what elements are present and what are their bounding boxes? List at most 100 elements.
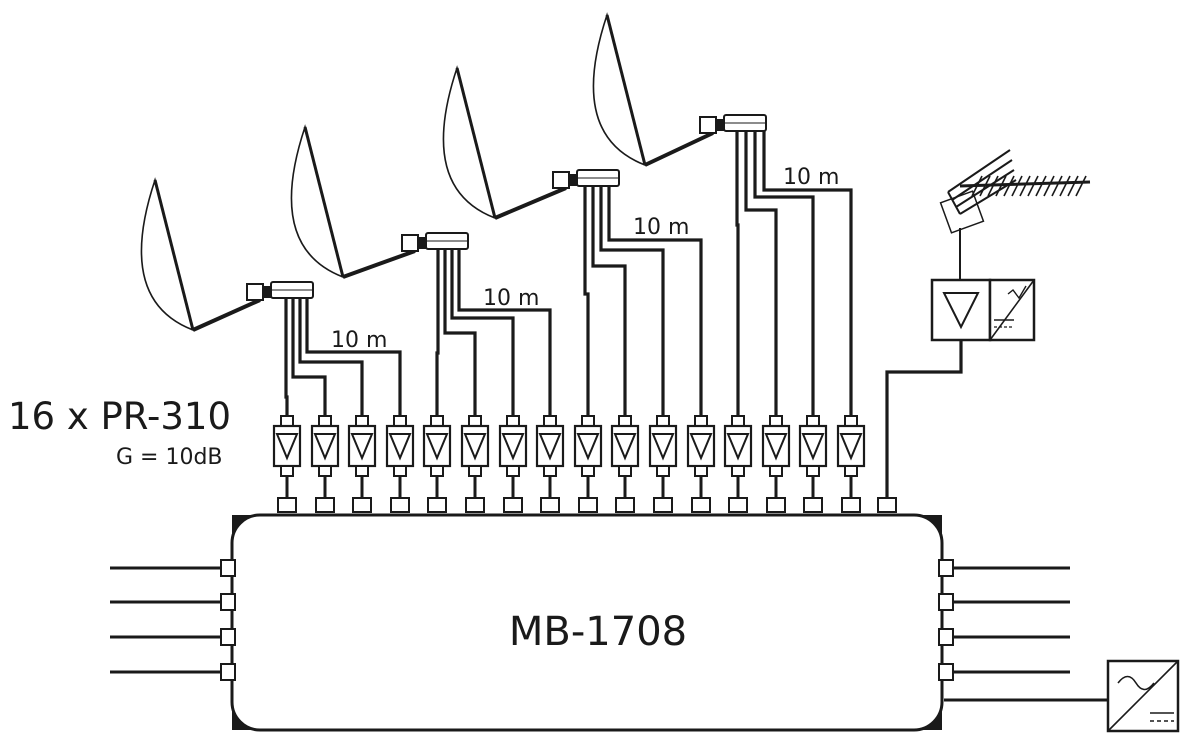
antenna-panel [947, 149, 1017, 215]
coax-cable [744, 131, 778, 423]
multiswitch-output-connector [938, 559, 954, 577]
coax-cable [291, 298, 327, 423]
multiswitch-label: MB-1708 [509, 609, 687, 655]
connector [806, 415, 820, 427]
dish-rim [303, 126, 345, 278]
multiswitch-input-connector [653, 497, 673, 513]
amplifier-icon [686, 415, 716, 513]
connector [280, 415, 294, 427]
amplifier-icon [723, 415, 753, 513]
amplifier-icon [836, 415, 866, 513]
filter-wave [1007, 285, 1027, 300]
amplifier-triangle [275, 433, 299, 461]
connector [656, 415, 670, 427]
satellite-dish-icon [140, 177, 314, 332]
coax-cable [735, 131, 740, 423]
filter-diagonal [989, 279, 1035, 341]
cable-length-label: 10 m [783, 165, 839, 190]
antenna-element [1011, 175, 1023, 197]
multiswitch-input-connector [352, 497, 372, 513]
connector [769, 465, 783, 477]
multiswitch-connector [220, 593, 236, 611]
connector [731, 415, 745, 427]
coax-cable [450, 249, 515, 423]
lnb-feed-horn [552, 171, 570, 189]
lnb-neck [569, 174, 577, 186]
coax-cable [305, 298, 402, 423]
cable-length-label: 10 m [331, 328, 387, 353]
dish-rim [455, 67, 497, 219]
cable-length-label: 10 m [483, 286, 539, 311]
dish-reflector [592, 12, 647, 167]
connector [731, 465, 745, 477]
multiswitch-input-connector [390, 497, 410, 513]
coax-cable [443, 249, 477, 423]
connector [656, 465, 670, 477]
antenna-element [1043, 175, 1055, 197]
amplifier-icon [610, 415, 640, 513]
satellite-dishes [140, 12, 767, 332]
connector [694, 465, 708, 477]
connector [769, 415, 783, 427]
satellite-dish-icon [442, 65, 620, 220]
amplifier-icon [347, 415, 377, 513]
antenna-element [995, 175, 1007, 197]
multiswitch-input-connector [503, 497, 523, 513]
amplifier-triangle [425, 433, 449, 461]
connector [430, 465, 444, 477]
dish-arm [342, 249, 416, 279]
antenna-element [987, 175, 999, 197]
connector [355, 415, 369, 427]
antenna-element [1003, 175, 1015, 197]
power-supply-icon [1106, 659, 1180, 733]
dish-arm [644, 131, 714, 167]
multiswitch-corner [231, 696, 262, 731]
coax-cable [457, 249, 552, 423]
connector [318, 415, 332, 427]
amplifier-triangle [613, 433, 637, 461]
connector [506, 415, 520, 427]
amplifier-triangle [801, 433, 825, 461]
power-supply-diagonal [1107, 660, 1179, 732]
multiswitch-connector [220, 663, 236, 681]
multiswitch-input-connector [427, 497, 447, 513]
coax-cables [284, 131, 853, 423]
connector [393, 465, 407, 477]
antenna-element [1067, 175, 1079, 197]
multiswitch-input-connector [277, 497, 297, 513]
amplifier-triangle [463, 433, 487, 461]
connector [543, 415, 557, 427]
amplifier-triangle [839, 433, 863, 461]
amplifier-icon [422, 415, 452, 513]
multiswitch-body [230, 513, 944, 732]
amplifier-icon [460, 415, 490, 513]
connector [280, 465, 294, 477]
amplifier-icon [272, 415, 302, 513]
multiswitch-input-connector [728, 497, 748, 513]
antenna-element [1059, 175, 1071, 197]
amplifier-triangle [501, 433, 525, 461]
multiswitch [110, 513, 1110, 732]
amplifier-icon [385, 415, 415, 513]
multiswitch-output-connector [938, 593, 954, 611]
connector [318, 465, 332, 477]
amplifier-row [272, 415, 866, 513]
antenna-element [1051, 175, 1063, 197]
coax-cable [599, 186, 665, 423]
dish-arm [192, 298, 261, 332]
antenna-element [1035, 175, 1047, 197]
amplifier-gain-label: G = 10dB [116, 445, 223, 470]
amplifier-box [761, 424, 791, 468]
amplifier-icon [310, 415, 340, 513]
connector [543, 465, 557, 477]
multiswitch-connector [220, 628, 236, 646]
coax-cable [298, 298, 364, 423]
lnb-neck [716, 119, 724, 131]
multiswitch-output-connector [938, 663, 954, 681]
amplifier-triangle [350, 433, 374, 461]
dish-reflector [442, 65, 497, 220]
connector [618, 415, 632, 427]
connector [393, 415, 407, 427]
amplifier-triangle [388, 433, 412, 461]
